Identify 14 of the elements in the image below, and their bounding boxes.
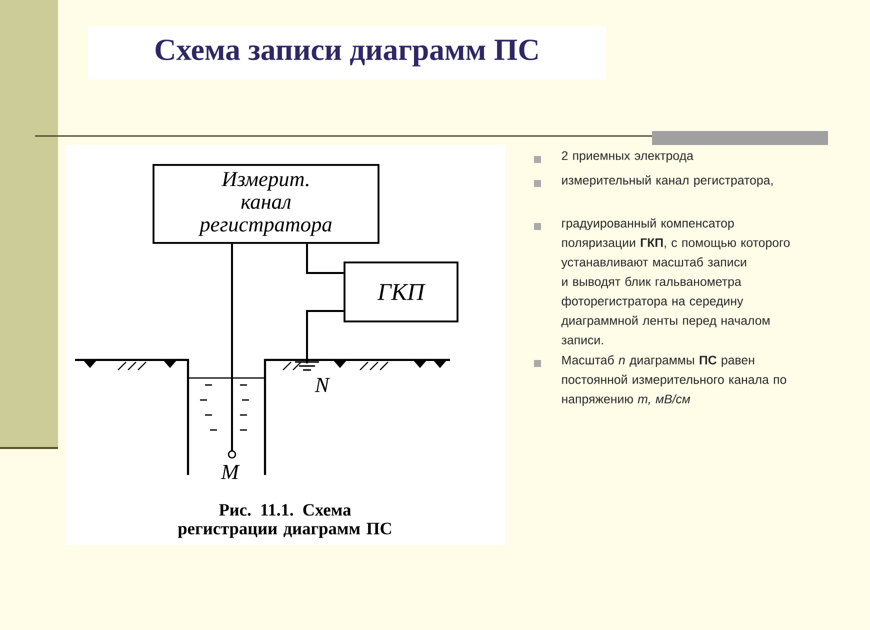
figure-caption: Рис. 11.1. Схема регистрации диаграмм ПС	[178, 504, 391, 538]
bullet-text: 2 приемных электрода	[562, 151, 694, 162]
bullet-text: градуированный компенсатор поляризации ГКП, с помощью которого устанавливают масштаб записи и выводят блик гальванометра фоторегистратора на середину диаграммной ленты перед началом записи.	[561, 218, 790, 344]
electrode: М	[220, 450, 240, 479]
instrument-box: Измерит. канал регистратора	[152, 164, 380, 244]
node-label: М	[220, 465, 240, 479]
wire	[306, 244, 344, 274]
title: Схема записи диаграмм ПС	[88, 26, 606, 80]
wire	[306, 310, 344, 364]
bullet-text: измерительный канал регистратора,	[562, 175, 773, 188]
electrode: N	[294, 361, 330, 392]
compensator-box: ГКП	[344, 262, 458, 322]
bullet-text: Масштаб n диаграммы ПС равен постоянной измерительного канала по напряжению m, мВ/см	[562, 355, 786, 406]
wire	[231, 244, 233, 452]
